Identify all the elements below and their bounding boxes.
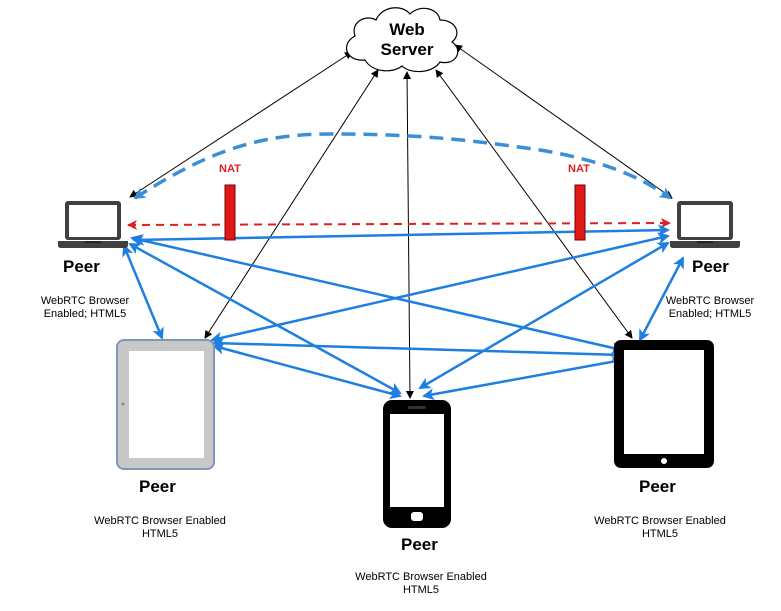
caption-line: HTML5: [402, 584, 440, 596]
server-label-line2: Server: [380, 40, 434, 59]
caption-line: WebRTC Browser: [665, 295, 755, 307]
nat-label-right: NAT: [568, 163, 590, 175]
caption-line: WebRTC Browser Enabled: [94, 515, 226, 527]
p2p-laptopL-laptopR: [132, 224, 670, 246]
peer-label-laptop-right: Peer: [692, 257, 729, 276]
laptop-right-icon: [670, 201, 740, 248]
nat-link: [127, 218, 671, 230]
server-link-laptop-right: [454, 44, 673, 199]
cloud-icon: [345, 7, 459, 73]
server-label-line1: Web: [389, 20, 425, 39]
peer-caption-laptop-right: WebRTC Browser Enabled; HTML5: [655, 295, 765, 321]
p2p-tabletL-laptopR: [210, 232, 670, 344]
caption-line: WebRTC Browser Enabled: [594, 515, 726, 527]
caption-line: WebRTC Browser: [40, 295, 130, 307]
peer-label-phone: Peer: [401, 535, 438, 554]
p2p-tabletL-phone: [212, 342, 402, 400]
phone-icon: [383, 400, 451, 528]
signaling-arc: [133, 132, 672, 200]
server-label: Web Server: [362, 20, 452, 60]
p2p-laptopL-tabletR: [130, 234, 624, 354]
tablet-right-icon: [614, 340, 714, 468]
server-link-tablet-right: [435, 69, 633, 339]
caption-line: HTML5: [141, 528, 179, 540]
tablet-left-icon: [116, 339, 215, 470]
caption-line: Enabled; HTML5: [43, 308, 127, 320]
nat-barrier-left: [224, 184, 236, 241]
nat-barrier-right: [574, 184, 586, 241]
peer-caption-laptop-left: WebRTC Browser Enabled; HTML5: [30, 295, 140, 321]
peer-caption-phone: WebRTC Browser Enabled HTML5: [341, 571, 501, 597]
peer-label-tablet-right: Peer: [639, 477, 676, 496]
caption-line: Enabled; HTML5: [668, 308, 752, 320]
laptop-left-icon: [58, 201, 128, 248]
caption-line: HTML5: [641, 528, 679, 540]
caption-line: WebRTC Browser Enabled: [355, 571, 487, 583]
peer-caption-tablet-right: WebRTC Browser Enabled HTML5: [580, 515, 740, 541]
peer-caption-tablet-left: WebRTC Browser Enabled HTML5: [80, 515, 240, 541]
nat-label-left: NAT: [219, 163, 241, 175]
peer-label-tablet-left: Peer: [139, 477, 176, 496]
p2p-laptopR-tabletR: [638, 256, 685, 342]
peer-label-laptop-left: Peer: [63, 257, 100, 276]
p2p-tabletL-tabletR: [212, 337, 624, 361]
p2p-phone-tabletR: [422, 355, 624, 401]
server-link-laptop-left: [129, 51, 353, 198]
